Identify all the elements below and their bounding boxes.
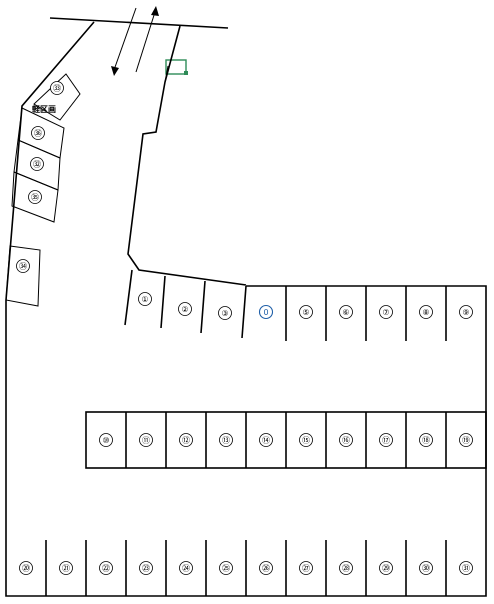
row-c-spaces: ⑳ ㉑ ㉒ ㉓ ㉔ ㉕ ㉖ ㉗ ㉘ ㉙ ㉚ ㉛ (19, 561, 473, 575)
row-b-spaces: ⑩ ⑪ ⑫ ⑬ ⑭ ⑮ ⑯ ⑰ ⑱ ⑲ (99, 433, 473, 447)
space-marker[interactable]: ⑬ (219, 433, 233, 447)
svg-text:㉑: ㉑ (62, 564, 70, 573)
entry-arrow (135, 6, 159, 73)
space-marker[interactable]: ㉜ (30, 157, 44, 171)
row-a-divider (241, 285, 247, 339)
space-marker[interactable]: ⑱ (419, 433, 433, 447)
space-marker[interactable]: ⑰ (379, 433, 393, 447)
space-marker[interactable]: ㉞ (16, 259, 30, 273)
svg-text:①: ① (141, 295, 148, 304)
space-marker[interactable]: ㉟ (28, 190, 42, 204)
svg-text:㉖: ㉖ (262, 564, 270, 573)
svg-text:⑭: ⑭ (262, 436, 270, 445)
space-marker[interactable]: ㉑ (59, 561, 73, 575)
space-marker[interactable]: ㉕ (219, 561, 233, 575)
svg-text:⑪: ⑪ (142, 436, 150, 445)
row-b-dividers (125, 412, 447, 468)
space-marker[interactable]: ⑲ (459, 433, 473, 447)
row-a-divider (200, 280, 206, 334)
svg-text:㉞: ㉞ (19, 262, 27, 271)
svg-text:㉛: ㉛ (462, 564, 470, 573)
svg-text:㉗: ㉗ (302, 564, 310, 573)
svg-text:㉓: ㉓ (142, 564, 150, 573)
space-marker[interactable]: ⑨ (459, 305, 473, 319)
left-side-spaces (5, 73, 81, 307)
svg-text:⑱: ⑱ (422, 436, 430, 445)
svg-text:⑨: ⑨ (462, 308, 469, 317)
svg-text:⑫: ⑫ (182, 436, 190, 445)
space-marker[interactable]: ⑤ (299, 305, 313, 319)
svg-text:⑯: ⑯ (342, 436, 350, 445)
space-marker[interactable]: ⑳ (19, 561, 33, 575)
svg-text:⑥: ⑥ (342, 308, 349, 317)
svg-text:⑮: ⑮ (302, 436, 310, 445)
space-marker[interactable]: ㉘ (339, 561, 353, 575)
space-marker[interactable]: ⑯ (339, 433, 353, 447)
svg-text:③: ③ (221, 309, 228, 318)
svg-text:㉔: ㉔ (182, 564, 190, 573)
space-marker[interactable]: ⑦ (379, 305, 393, 319)
svg-text:㉒: ㉒ (102, 564, 110, 573)
space-marker[interactable]: ㉖ (259, 561, 273, 575)
space-marker[interactable]: ⑩ (99, 433, 113, 447)
left-side-labels: ㉝ ㊱ ㉜ ㉟ ㉞ (16, 81, 64, 273)
space-marker[interactable]: ㉛ (459, 561, 473, 575)
space-marker[interactable]: ⑧ (419, 305, 433, 319)
space-marker[interactable]: ㉗ (299, 561, 313, 575)
space-marker[interactable]: ㉒ (99, 561, 113, 575)
space-marker[interactable]: ㉓ (139, 561, 153, 575)
svg-text:㊱: ㊱ (34, 129, 42, 138)
svg-text:㉟: ㉟ (31, 193, 39, 202)
svg-text:⑧: ⑧ (422, 308, 429, 317)
kei-section-label: 軽区画 (32, 104, 56, 114)
space-marker[interactable]: ⑫ (179, 433, 193, 447)
svg-text:⑬: ⑬ (222, 436, 230, 445)
svg-text:⑤: ⑤ (302, 308, 309, 317)
space-marker-highlighted[interactable]: 0 (258, 304, 274, 320)
row-a-divider (124, 269, 133, 326)
row-a-divider (160, 275, 166, 329)
space-marker[interactable]: ㉝ (50, 81, 64, 95)
svg-text:㉕: ㉕ (222, 564, 230, 573)
svg-text:㉚: ㉚ (422, 564, 430, 573)
left-boundary-upper (5, 21, 487, 597)
exit-arrow (111, 7, 137, 76)
svg-text:⑳: ⑳ (22, 564, 30, 573)
svg-text:㉙: ㉙ (382, 564, 390, 573)
space-marker[interactable]: ③ (218, 306, 232, 320)
svg-text:⑰: ⑰ (382, 436, 390, 445)
center-median (127, 25, 247, 286)
svg-text:⑩: ⑩ (102, 436, 109, 445)
svg-text:⑲: ⑲ (462, 436, 470, 445)
space-marker[interactable]: ㊱ (31, 126, 45, 140)
space-marker[interactable]: ㉙ (379, 561, 393, 575)
row-c-dividers (45, 540, 447, 596)
space-marker[interactable]: ㉔ (179, 561, 193, 575)
space-marker[interactable]: ⑪ (139, 433, 153, 447)
svg-text:㉝: ㉝ (53, 84, 61, 93)
space-marker[interactable]: ② (178, 302, 192, 316)
svg-text:㉘: ㉘ (342, 564, 350, 573)
space-marker[interactable]: ① (138, 292, 152, 306)
space-marker[interactable]: ⑮ (299, 433, 313, 447)
space-marker[interactable]: ㉚ (419, 561, 433, 575)
row-a-spaces: ① ② ③ 0 ⑤ ⑥ ⑦ ⑧ ⑨ (138, 292, 473, 320)
space-marker[interactable]: ⑥ (339, 305, 353, 319)
svg-text:0: 0 (263, 308, 268, 317)
svg-text:②: ② (181, 305, 188, 314)
svg-text:㉜: ㉜ (33, 160, 41, 169)
svg-text:⑦: ⑦ (382, 308, 389, 317)
road-top-line (49, 17, 229, 29)
space-marker[interactable]: ⑭ (259, 433, 273, 447)
